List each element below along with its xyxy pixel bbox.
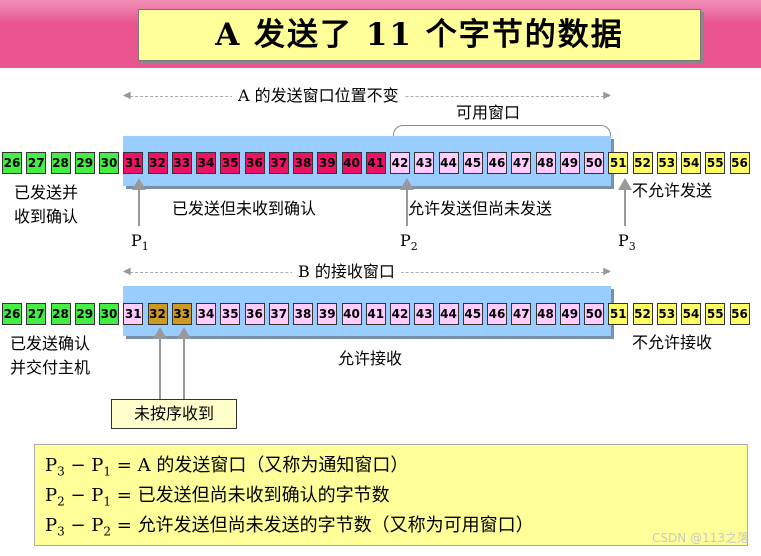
byte-cell-48: 48 [536, 303, 556, 325]
unordered-32-pointer [156, 327, 164, 399]
byte-cell-51: 51 [608, 303, 628, 325]
byte-cell-53: 53 [657, 152, 677, 174]
byte-cell-37: 37 [269, 303, 289, 325]
byte-cell-54: 54 [681, 303, 701, 325]
p2-pointer [403, 178, 411, 226]
byte-cell-38: 38 [293, 303, 313, 325]
byte-cell-30: 30 [99, 152, 119, 174]
byte-cell-56: 56 [730, 152, 750, 174]
byte-cell-26: 26 [2, 303, 22, 325]
byte-cell-46: 46 [487, 303, 507, 325]
byte-cell-40: 40 [342, 152, 362, 174]
byte-cell-47: 47 [511, 152, 531, 174]
formula-line-1: P3 − P1 = A 的发送窗口（又称为通知窗口） [45, 453, 408, 485]
byte-cell-42: 42 [390, 152, 410, 174]
usable-window-label: 可用窗口 [450, 103, 526, 123]
formula-box: P3 − P1 = A 的发送窗口（又称为通知窗口） P2 − P1 = 已发送… [34, 444, 748, 546]
byte-cell-34: 34 [196, 152, 216, 174]
byte-cell-43: 43 [414, 303, 434, 325]
byte-cell-45: 45 [463, 303, 483, 325]
byte-cell-30: 30 [99, 303, 119, 325]
byte-cell-56: 56 [730, 303, 750, 325]
byte-cell-50: 50 [584, 152, 604, 174]
watermark: CSDN @113之落 [652, 529, 749, 546]
byte-cell-44: 44 [439, 303, 459, 325]
byte-cell-31: 31 [123, 303, 143, 325]
sender-sent-unacked-label: 已发送但未收到确认 [172, 198, 316, 220]
sender-window-label: A 的发送窗口位置不变 [232, 86, 405, 106]
byte-cell-41: 41 [366, 303, 386, 325]
byte-cell-40: 40 [342, 303, 362, 325]
formula-line-2: P2 − P1 = 已发送但尚未收到确认的字节数 [45, 483, 390, 515]
byte-cell-55: 55 [705, 303, 725, 325]
byte-cell-49: 49 [560, 303, 580, 325]
byte-cell-52: 52 [633, 303, 653, 325]
byte-cell-28: 28 [51, 303, 71, 325]
byte-cell-36: 36 [245, 152, 265, 174]
page-title: A 发送了 11 个字节的数据 [138, 9, 701, 61]
byte-cell-27: 27 [26, 303, 46, 325]
receiver-not-allowed-label: 不允许接收 [632, 332, 712, 354]
byte-cell-49: 49 [560, 152, 580, 174]
byte-cell-55: 55 [705, 152, 725, 174]
byte-cell-46: 46 [487, 152, 507, 174]
receiver-window-label: B 的接收窗口 [292, 262, 401, 282]
byte-cell-44: 44 [439, 152, 459, 174]
byte-cell-29: 29 [75, 152, 95, 174]
byte-cell-33: 33 [172, 152, 192, 174]
byte-cell-39: 39 [317, 303, 337, 325]
byte-cell-51: 51 [608, 152, 628, 174]
byte-cell-53: 53 [657, 303, 677, 325]
byte-cell-38: 38 [293, 152, 313, 174]
byte-cell-35: 35 [220, 303, 240, 325]
sender-acked-label-2: 收到确认 [14, 206, 78, 228]
byte-cell-36: 36 [245, 303, 265, 325]
byte-cell-28: 28 [51, 152, 71, 174]
p3-pointer [621, 178, 629, 226]
byte-cell-35: 35 [220, 152, 240, 174]
p3-label: P3 [618, 231, 636, 257]
byte-cell-34: 34 [196, 303, 216, 325]
byte-cell-42: 42 [390, 303, 410, 325]
byte-cell-41: 41 [366, 152, 386, 174]
sender-allowed-label: 允许发送但尚未发送 [408, 198, 552, 220]
sender-acked-label-1: 已发送并 [14, 182, 78, 204]
byte-cell-45: 45 [463, 152, 483, 174]
byte-cell-48: 48 [536, 152, 556, 174]
byte-cell-43: 43 [414, 152, 434, 174]
byte-cell-37: 37 [269, 152, 289, 174]
receiver-delivered-label-2: 并交付主机 [10, 357, 90, 379]
byte-cell-31: 31 [123, 152, 143, 174]
p2-label: P2 [400, 231, 418, 257]
sender-not-allowed-label: 不允许发送 [632, 180, 712, 202]
p1-label: P1 [131, 231, 149, 257]
receiver-delivered-label-1: 已发送确认 [10, 333, 90, 355]
byte-cell-29: 29 [75, 303, 95, 325]
byte-cell-50: 50 [584, 303, 604, 325]
byte-cell-27: 27 [26, 152, 46, 174]
byte-cell-32: 32 [148, 303, 168, 325]
formula-line-3: P3 − P2 = 允许发送但尚未发送的字节数（又称为可用窗口） [45, 513, 534, 545]
byte-cell-32: 32 [148, 152, 168, 174]
byte-cell-39: 39 [317, 152, 337, 174]
byte-cell-26: 26 [2, 152, 22, 174]
byte-cell-33: 33 [172, 303, 192, 325]
byte-cell-54: 54 [681, 152, 701, 174]
unordered-33-pointer [180, 327, 188, 399]
byte-cell-47: 47 [511, 303, 531, 325]
receiver-allowed-label: 允许接收 [338, 348, 402, 370]
p1-pointer [135, 178, 143, 226]
byte-cell-52: 52 [633, 152, 653, 174]
unordered-label-box: 未按序收到 [111, 399, 237, 429]
